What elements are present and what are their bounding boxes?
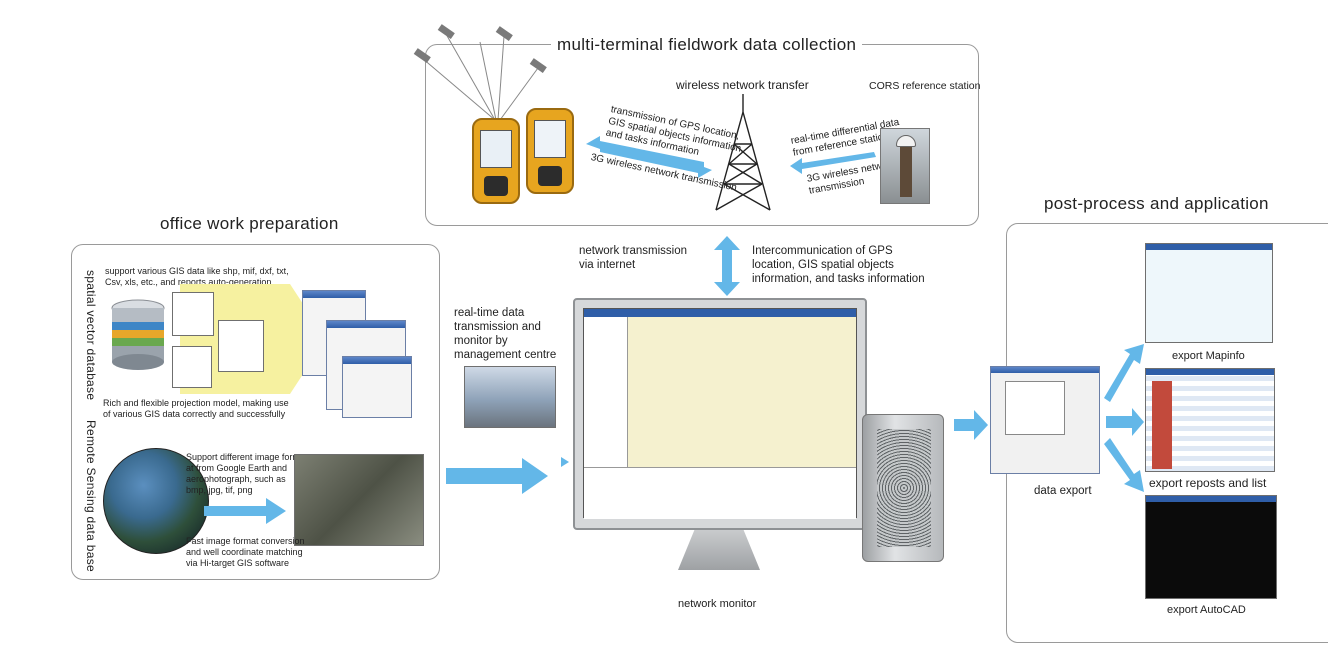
- tower-icon: [715, 94, 771, 211]
- image-support-text: Support different image form at from Goo…: [186, 452, 300, 495]
- handheld-device-icon: [526, 108, 574, 194]
- autocad-screenshot: [1145, 495, 1277, 599]
- office-title: office work preparation: [160, 214, 339, 233]
- map-thumbnail: [172, 346, 212, 388]
- rs-db-label: Remote Sensing data base: [84, 420, 98, 572]
- export-mapinfo-label: export Mapinfo: [1172, 350, 1245, 362]
- mapinfo-screenshot: [1145, 243, 1273, 343]
- image-conversion-text: Fast image format conversion and well co…: [186, 536, 305, 568]
- software-window: [342, 356, 412, 418]
- small-arrow-icon: [561, 457, 569, 467]
- fieldwork-title: multi-terminal fieldwork data collection: [551, 35, 863, 55]
- export-arrows: [1104, 344, 1144, 492]
- database-icon: [111, 299, 165, 370]
- wireless-transfer-label: wireless network transfer: [676, 78, 809, 92]
- bidirectional-arrow-left: [586, 136, 712, 178]
- map-thumbnail: [218, 320, 264, 372]
- support-gis-text: support various GIS data like shp, mif, …: [105, 266, 289, 287]
- export-autocad-label: export AutoCAD: [1167, 604, 1246, 616]
- satellite-group: [413, 24, 547, 121]
- export-reports-label: export reposts and list: [1149, 476, 1267, 490]
- data-export-label: data export: [1034, 485, 1092, 497]
- arrow-right-small: [204, 498, 286, 524]
- satellite-icon: [413, 24, 547, 74]
- arrow-to-export: [954, 410, 988, 440]
- post-title: post-process and application: [1044, 194, 1269, 213]
- handheld-device-icon: [472, 118, 520, 204]
- vector-db-label: spatial vector database: [84, 270, 98, 401]
- network-transmission-label: network transmission via internet: [579, 245, 688, 271]
- map-thumbnail: [172, 292, 214, 336]
- monitor-frame: [573, 298, 867, 530]
- arrow-office-to-monitor: [446, 458, 548, 494]
- management-centre-photo: [464, 366, 556, 428]
- monitor-label: network monitor: [678, 598, 757, 610]
- monitor-screen: [583, 308, 857, 519]
- reference-station-photo: [880, 128, 930, 204]
- satellite-image-window: [294, 454, 424, 546]
- realtime-label: real-time data transmission and monitor …: [454, 307, 557, 361]
- computer-tower: [862, 414, 944, 562]
- monitor-stand: [678, 530, 760, 570]
- reports-screenshot: [1145, 368, 1275, 472]
- arrow-to-tower: [790, 152, 876, 174]
- cors-label: CORS reference station: [869, 80, 981, 92]
- vertical-double-arrow: [714, 236, 740, 296]
- intercommunication-label: Intercommunication of GPS location, GIS …: [752, 245, 925, 285]
- projection-text: Rich and flexible projection model, maki…: [103, 398, 289, 419]
- data-export-window: [990, 366, 1100, 474]
- globe-icon: [103, 448, 209, 554]
